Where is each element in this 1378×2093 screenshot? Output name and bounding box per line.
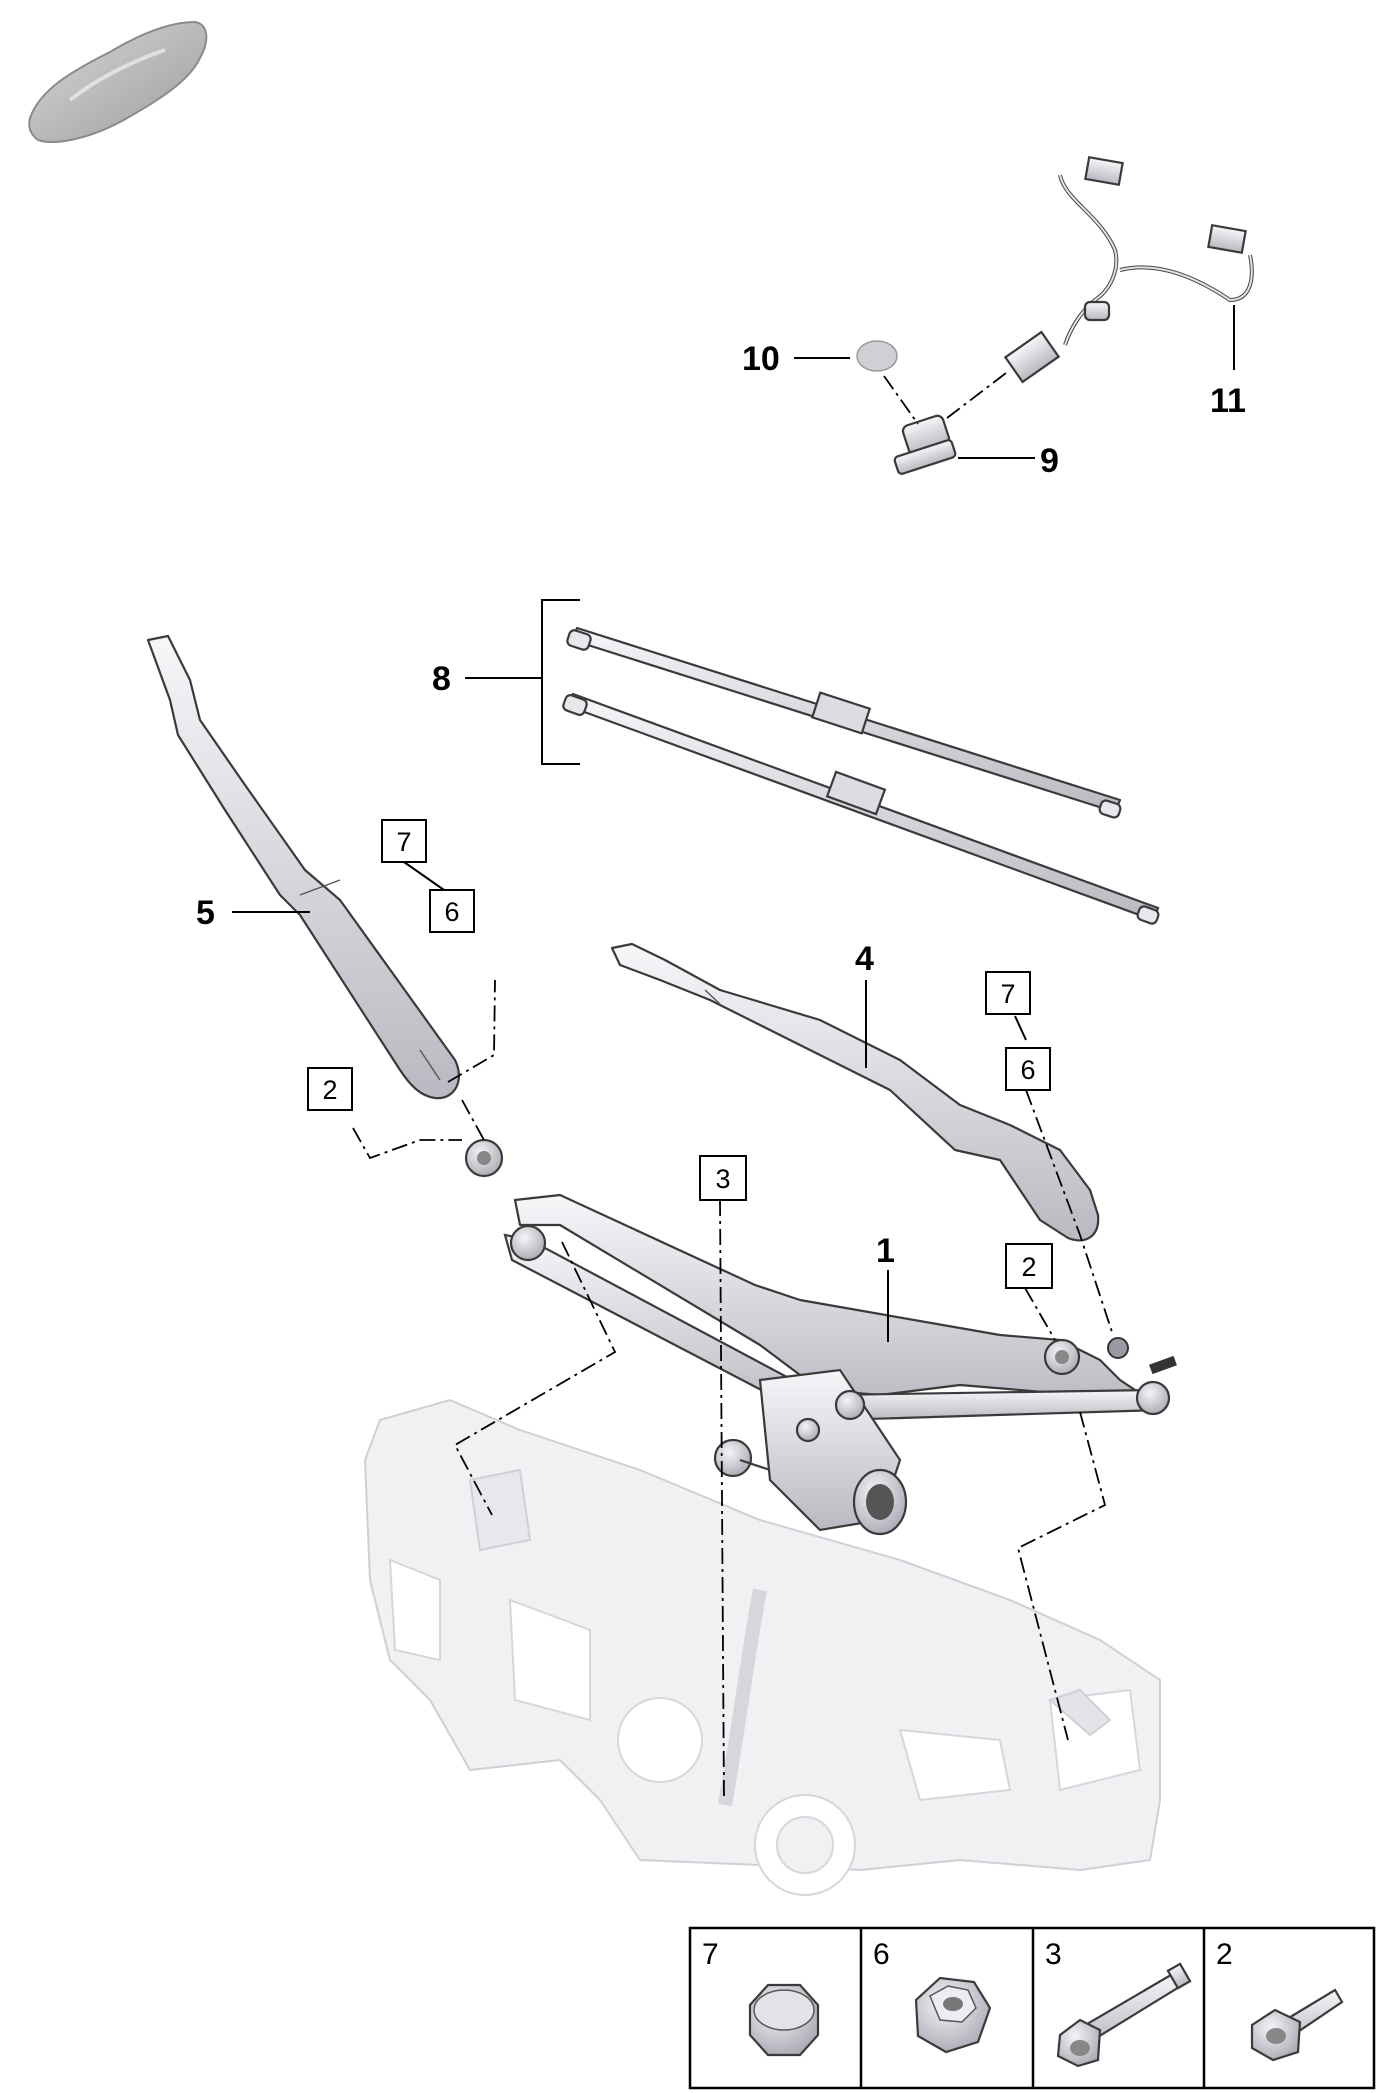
boxed-ref-left-2: 2 (307, 1067, 353, 1111)
boxed-ref-center-3: 3 (699, 1155, 747, 1201)
wiring-harness-11 (1003, 155, 1254, 384)
car-thumbnail-icon (28, 20, 208, 143)
legend-label-6: 6 (873, 1938, 890, 1971)
callout-1: 1 (876, 1232, 895, 1270)
rain-sensor-pad-10 (856, 340, 898, 372)
legend-label-2: 2 (1216, 1938, 1233, 1971)
assembly-lines (352, 979, 1113, 1801)
wiper-arm-5 (146, 634, 460, 1100)
hex-nut-icon (914, 1976, 992, 2054)
wiper-linkage-1 (464, 1138, 1177, 1422)
svg-text:7: 7 (396, 827, 411, 857)
wiper-arm-4 (610, 942, 1100, 1242)
long-bolt-icon (1056, 1962, 1192, 2068)
svg-text:2: 2 (1021, 1252, 1036, 1282)
callout-5: 5 (196, 894, 215, 932)
svg-text:6: 6 (444, 897, 459, 927)
boxed-ref-right-7: 7 (985, 971, 1031, 1015)
leader-lines-sensor (794, 305, 1235, 459)
wiper-motor-1 (713, 1368, 908, 1536)
svg-text:2: 2 (322, 1075, 337, 1105)
legend-label-3: 3 (1045, 1938, 1062, 1971)
callout-10: 10 (742, 340, 780, 378)
bracket-8 (465, 599, 580, 765)
svg-text:6: 6 (1020, 1055, 1035, 1085)
svg-text:3: 3 (715, 1164, 730, 1194)
svg-text:7: 7 (1000, 979, 1015, 1009)
callout-8: 8 (432, 660, 451, 698)
body-panel (363, 1398, 1161, 1896)
boxed-ref-left-6: 6 (429, 889, 475, 933)
callout-4: 4 (855, 940, 874, 978)
leader-left-7-6 (403, 861, 445, 891)
callout-11: 11 (1210, 382, 1246, 420)
boxed-ref-right-2: 2 (1005, 1243, 1053, 1289)
fastener-legend: 7 6 3 2 (688, 1926, 1376, 2090)
callout-9: 9 (1040, 442, 1059, 480)
boxed-ref-right-6: 6 (1005, 1047, 1051, 1091)
legend-label-7: 7 (702, 1938, 719, 1971)
boxed-ref-left-7: 7 (381, 819, 427, 863)
cap-nut-icon (748, 1983, 820, 2057)
short-bolt-icon (1250, 1988, 1344, 2062)
wiper-blades-8 (562, 626, 1160, 925)
leader-right-7-6 (1014, 1015, 1027, 1041)
rain-sensor-9 (893, 414, 957, 475)
